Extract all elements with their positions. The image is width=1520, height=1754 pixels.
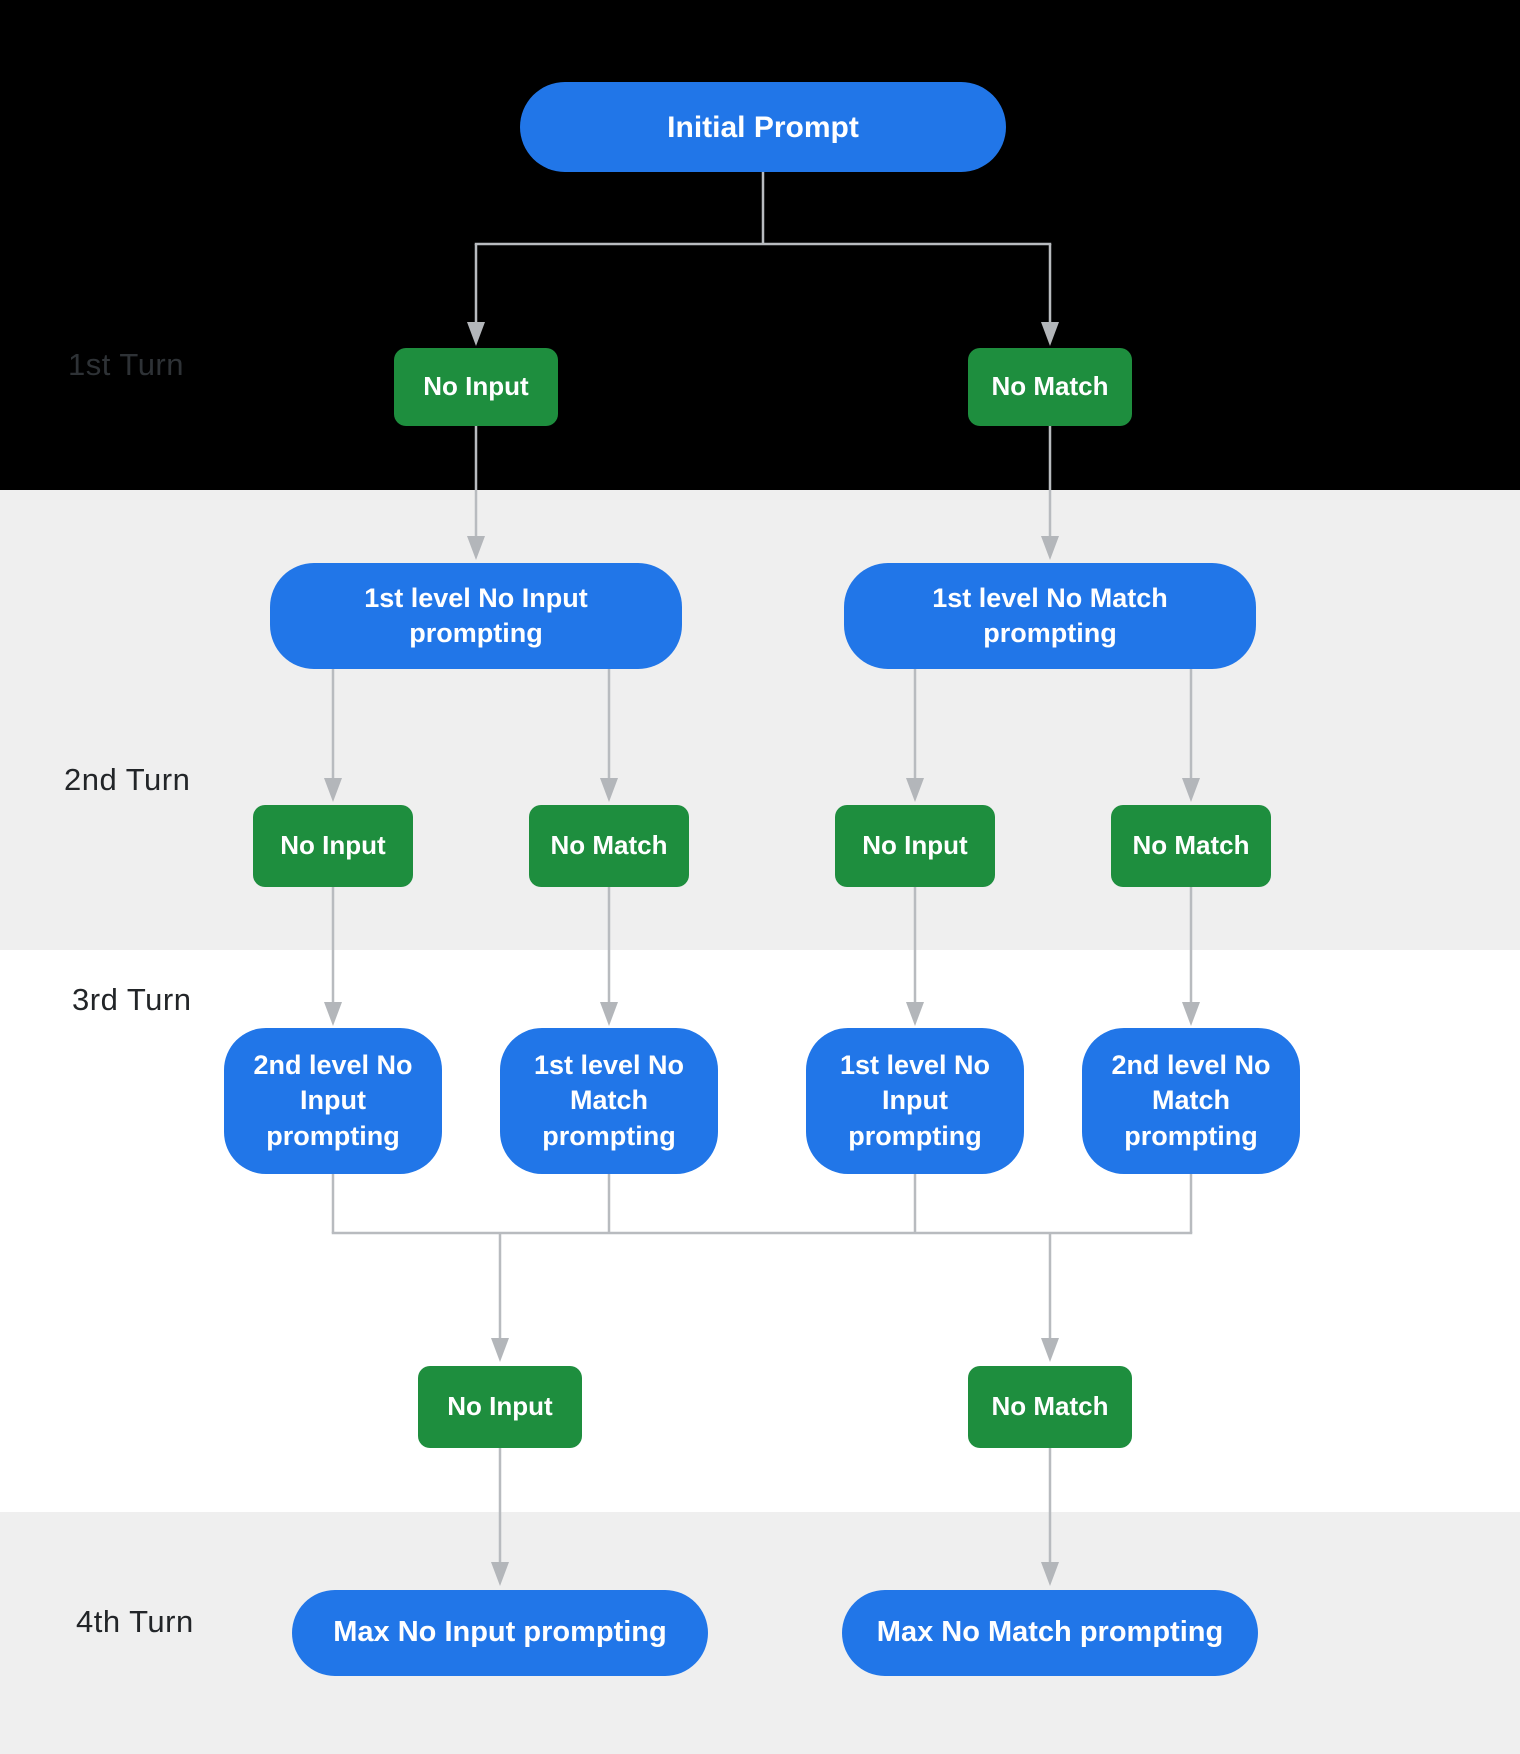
arrowhead — [906, 778, 924, 802]
arrowhead — [600, 1002, 618, 1026]
node-max-no-input-prompting: Max No Input prompting — [292, 1590, 708, 1676]
arrowhead — [600, 778, 618, 802]
arrowhead — [1041, 536, 1059, 560]
turn-label-2nd: 2nd Turn — [64, 762, 191, 797]
arrowhead — [467, 536, 485, 560]
arrowhead — [491, 1338, 509, 1362]
arrowhead — [1041, 322, 1059, 346]
turn-label-3rd: 3rd Turn — [72, 982, 192, 1017]
node-t3-no-match: No Match — [968, 1366, 1132, 1448]
arrowhead — [1182, 778, 1200, 802]
turn-label-1st: 1st Turn — [68, 347, 184, 382]
arrowhead — [906, 1002, 924, 1026]
node-max-no-match-prompting: Max No Match prompting — [842, 1590, 1258, 1676]
node-t1-no-match: No Match — [968, 348, 1132, 426]
band-turn-4 — [0, 1512, 1520, 1754]
node-t2-no-input-prompting: 1st level No Input prompting — [270, 563, 682, 669]
arrowhead — [491, 1562, 509, 1586]
node-t3-prompt-2nd-no-match: 2nd level No Match prompting — [1082, 1028, 1300, 1174]
node-t2-no-input-b: No Input — [835, 805, 995, 887]
node-t2-no-match-b: No Match — [1111, 805, 1271, 887]
node-t2-no-input-a: No Input — [253, 805, 413, 887]
arrowhead — [1041, 1338, 1059, 1362]
node-t3-prompt-1st-no-input: 1st level No Input prompting — [806, 1028, 1024, 1174]
node-initial-prompt: Initial Prompt — [520, 82, 1006, 172]
arrowhead — [324, 1002, 342, 1026]
node-t3-prompt-2nd-no-input: 2nd level No Input prompting — [224, 1028, 442, 1174]
arrowhead — [1041, 1562, 1059, 1586]
node-t1-no-input: No Input — [394, 348, 558, 426]
turn-label-4th: 4th Turn — [76, 1604, 194, 1639]
node-t2-no-match-prompting: 1st level No Match prompting — [844, 563, 1256, 669]
node-t3-no-input: No Input — [418, 1366, 582, 1448]
node-t2-no-match-a: No Match — [529, 805, 689, 887]
arrowhead — [467, 322, 485, 346]
node-t3-prompt-1st-no-match: 1st level No Match prompting — [500, 1028, 718, 1174]
arrowhead — [324, 778, 342, 802]
arrowhead — [1182, 1002, 1200, 1026]
